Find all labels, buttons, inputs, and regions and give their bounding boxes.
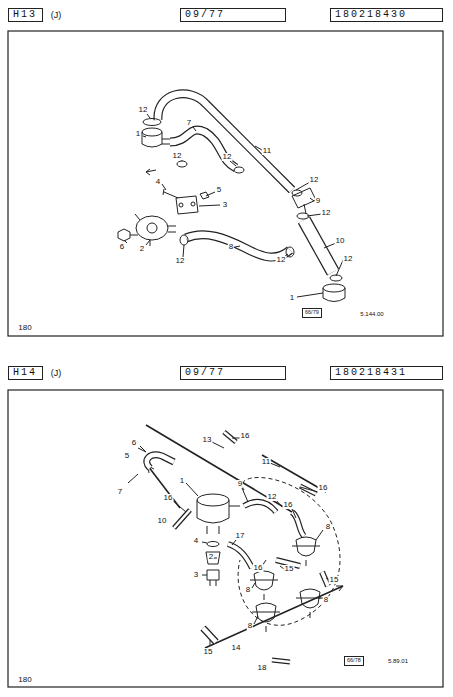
header-box: 180218430 (330, 8, 443, 22)
callout-number: 180 (17, 324, 32, 332)
callout-number: 4 (155, 178, 161, 186)
callout-number: 12 (267, 493, 278, 501)
callout-number: 1 (179, 477, 185, 485)
callout-number: 9 (315, 197, 321, 205)
header-box: 09/77 (180, 8, 286, 22)
callout-number: 12 (175, 257, 186, 265)
callout-number: 8 (228, 243, 234, 251)
drawing-number: 5.144.00 (359, 311, 384, 317)
callout-number: 12 (343, 255, 354, 263)
callout-number: 180 (17, 676, 32, 684)
drawing-number: 5.89.01 (387, 658, 409, 664)
header-text: H14 (13, 368, 37, 378)
callout-number: 16 (253, 564, 264, 572)
header-box: H14 (8, 366, 43, 380)
callout-number: 11 (262, 147, 272, 155)
callout-number: 5 (216, 186, 222, 194)
callout-number: 7 (186, 119, 192, 127)
callout-number: 8 (247, 622, 253, 630)
callout-number: 12 (309, 176, 320, 184)
header-text: 180218431 (335, 368, 407, 378)
callout-number: 9 (237, 480, 243, 488)
callout-number: 2 (208, 553, 214, 561)
callout-number: 3 (193, 571, 199, 579)
header-text: 66/79 (305, 310, 319, 316)
callout-number: 5 (124, 452, 130, 460)
callout-number: 12 (222, 153, 233, 161)
callout-number: 8 (245, 586, 251, 594)
callout-number: 15 (284, 565, 295, 573)
header-text: 66/78 (347, 658, 361, 664)
callout-number: 12 (138, 106, 149, 114)
callout-number: 11 (261, 458, 271, 466)
callout-number: 12 (276, 256, 287, 264)
callout-number: 2 (139, 245, 145, 253)
callout-number: 6 (131, 439, 137, 447)
callout-number: 12 (321, 209, 332, 217)
callout-number: 7 (117, 488, 123, 496)
header-text: 09/77 (185, 10, 225, 20)
callout-number: 16 (163, 494, 174, 502)
catalog-code: (J) (50, 369, 63, 378)
header-box: H13 (8, 8, 43, 22)
callout-number: 16 (240, 432, 251, 440)
callout-number: 6 (119, 243, 125, 251)
callout-number: 13 (202, 436, 213, 444)
callout-number: 14 (231, 644, 242, 652)
callout-number: 8 (325, 523, 331, 531)
drawing-stamp: 66/79 (302, 308, 322, 318)
callout-number: 8 (323, 596, 329, 604)
callout-number: 12 (172, 152, 183, 160)
header-text: H13 (13, 10, 37, 20)
callout-number: 1 (135, 130, 141, 138)
callout-number: 10 (157, 517, 168, 525)
header-text: 09/77 (185, 368, 225, 378)
callout-number: 15 (203, 648, 214, 656)
callout-number: 17 (235, 532, 246, 540)
header-text: 180218430 (335, 10, 407, 20)
header-box: 180218431 (330, 366, 443, 380)
header-box: 09/77 (180, 366, 286, 380)
callout-number: 16 (318, 484, 329, 492)
callout-number: 10 (335, 237, 346, 245)
drawing-stamp: 66/78 (344, 656, 364, 666)
callout-number: 1 (289, 294, 295, 302)
callout-number: 16 (283, 501, 294, 509)
callout-number: 18 (257, 664, 268, 672)
catalog-code: (J) (50, 11, 63, 20)
callout-number: 15 (329, 576, 340, 584)
callout-number: 3 (222, 201, 228, 209)
callout-number: 4 (193, 537, 199, 545)
